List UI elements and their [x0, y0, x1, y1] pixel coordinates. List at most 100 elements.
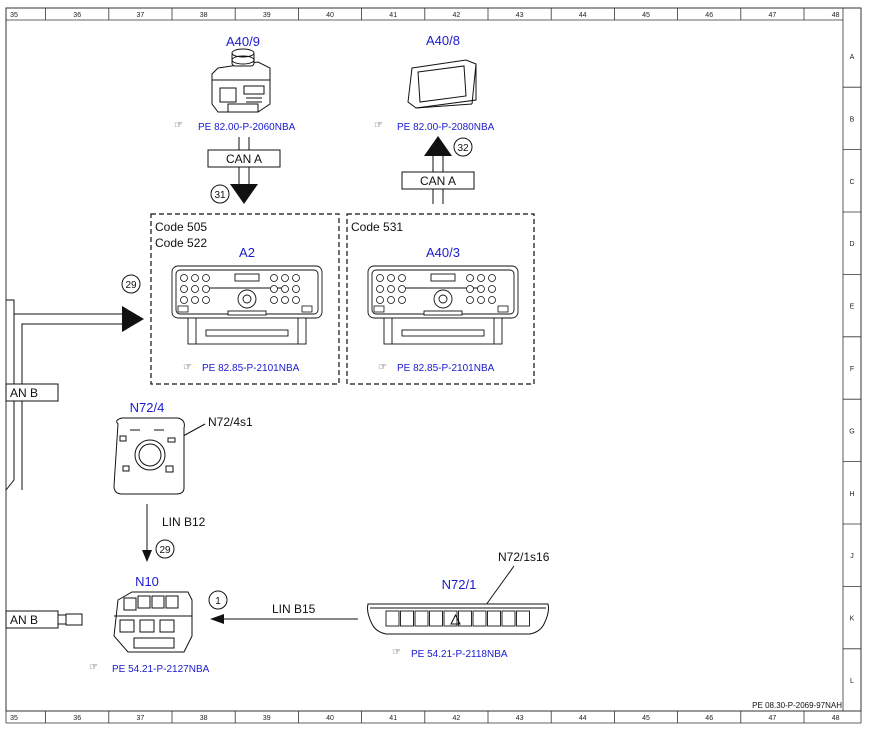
grid-column-35-top: 35 — [10, 12, 18, 19]
head-unit-button — [376, 285, 384, 293]
grid-column-36-bottom: 36 — [73, 715, 81, 722]
can-a-right-bus: CAN A — [401, 136, 475, 204]
can-b-upper-label: AN B — [10, 386, 38, 400]
lin-b12-bus: LIN B12 — [142, 504, 206, 562]
head-unit-button — [398, 274, 406, 282]
code-box-right: Code 531 — [346, 213, 535, 385]
can-b-lower-bus: AN B — [5, 610, 83, 629]
a40-8-ref-link[interactable]: PE 82.00-P-2080NBA — [397, 122, 495, 133]
head-unit-key — [301, 305, 313, 313]
grid-column-37-bottom: 37 — [137, 715, 145, 722]
n10-label: N10 — [135, 574, 159, 589]
head-unit-button — [477, 285, 485, 293]
component-n72-4: N72/4 N72/4s1 — [113, 400, 253, 495]
head-unit-button — [202, 274, 210, 282]
hand-pointer-icon: ☞ — [378, 362, 387, 373]
a40-3-ref-link[interactable]: PE 82.85-P-2101NBA — [397, 363, 495, 374]
grid-column-44-bottom: 44 — [579, 715, 587, 722]
grid-column-36-top: 36 — [73, 12, 81, 19]
n72-1-switch-key — [400, 610, 414, 627]
can-a-left-label: CAN A — [226, 152, 262, 166]
grid-column-46-top: 46 — [705, 12, 713, 19]
head-unit-button — [398, 285, 406, 293]
head-unit-button — [292, 274, 300, 282]
n72-4s1-label: N72/4s1 — [208, 415, 253, 429]
grid-column-39-bottom: 39 — [263, 715, 271, 722]
grid-column-45-bottom: 45 — [642, 715, 650, 722]
component-a40-8: A40/8 ☞ PE 82.00-P-2080NBA — [374, 33, 495, 133]
grid-column-37-top: 37 — [137, 12, 145, 19]
n72-1-ref-link[interactable]: PE 54.21-P-2118NBA — [411, 649, 508, 660]
svg-text:29: 29 — [125, 280, 137, 291]
head-unit-button — [387, 285, 395, 293]
grid-column-43-top: 43 — [516, 12, 524, 19]
grid-column-48-bottom: 48 — [832, 715, 840, 722]
a2-ref-link[interactable]: PE 82.85-P-2101NBA — [202, 363, 300, 374]
head-unit-button — [191, 274, 199, 282]
head-unit-button — [191, 285, 199, 293]
a40-9-ref-link[interactable]: PE 82.00-P-2060NBA — [198, 122, 296, 133]
n72-1-switch-key — [429, 610, 443, 627]
document-reference: PE 08.30-P-2069-97NAH — [752, 701, 842, 710]
head-unit-button — [281, 296, 289, 304]
arrow-down-icon — [230, 184, 258, 204]
grid-row-C: C — [849, 179, 854, 186]
n72-1-drawing — [367, 603, 549, 635]
grid-column-35-bottom: 35 — [10, 715, 18, 722]
grid-column-40-bottom: 40 — [326, 715, 334, 722]
hand-pointer-icon: ☞ — [89, 662, 98, 673]
code-531-label: Code 531 — [351, 220, 403, 234]
hazard-triangle-icon — [450, 613, 461, 625]
head-unit-button — [180, 274, 188, 282]
head-unit-button — [180, 285, 188, 293]
grid-row-K: K — [850, 616, 855, 623]
head-unit-key — [373, 305, 385, 313]
grid-row-A: A — [850, 54, 855, 61]
component-n72-1: N72/1 N72/1s16 ☞ PE 54.21-P-2118NBA — [367, 550, 550, 660]
hand-pointer-icon: ☞ — [392, 647, 401, 658]
n72-1-switch-key — [472, 610, 487, 627]
n10-ref-link[interactable]: PE 54.21-P-2127NBA — [112, 664, 210, 675]
code-522-label: Code 522 — [155, 236, 207, 250]
n72-1-switch-key — [487, 610, 501, 627]
grid-row-F: F — [850, 366, 854, 373]
svg-text:29: 29 — [159, 545, 171, 556]
grid-column-41-top: 41 — [389, 12, 397, 19]
head-unit-button — [180, 296, 188, 304]
can-a-right-label: CAN A — [420, 174, 456, 188]
grid-row-B: B — [850, 116, 855, 123]
can-a-left-bus: CAN A — [207, 137, 281, 204]
code-box-left: Code 505 Code 522 — [150, 213, 340, 385]
grid-column-47-bottom: 47 — [769, 715, 777, 722]
n72-1-switch-key — [385, 610, 400, 627]
arrow-right-icon — [122, 306, 144, 332]
grid-column-40-top: 40 — [326, 12, 334, 19]
head-unit-button — [387, 274, 395, 282]
a40-8-label: A40/8 — [426, 33, 460, 48]
lin-b12-label: LIN B12 — [162, 515, 206, 529]
grid-column-42-top: 42 — [453, 12, 461, 19]
component-n10: N10 ☞ PE 54.21-P-2127NBA — [89, 574, 210, 675]
n72-1-switch-key — [501, 610, 516, 627]
head-unit-button — [292, 296, 300, 304]
component-a40-9: A40/9 ☞ PE 82.00-P-2060NBA — [174, 34, 296, 133]
callout-29-upper: 29 — [121, 274, 141, 294]
a40-9-label: A40/9 — [226, 34, 260, 49]
grid-frame: 3535363637373838393940404141424243434444… — [5, 7, 862, 724]
lin-b15-bus: LIN B15 — [210, 602, 358, 624]
svg-text:1: 1 — [215, 596, 221, 607]
head-unit-button — [376, 274, 384, 282]
head-unit-button — [202, 285, 210, 293]
head-unit-key — [177, 305, 189, 313]
grid-row-H: H — [849, 491, 854, 498]
head-unit-button — [466, 296, 474, 304]
grid-column-38-bottom: 38 — [200, 715, 208, 722]
a2-label: A2 — [239, 245, 255, 260]
can-b-upper-bus: AN B — [5, 299, 144, 491]
grid-column-39-top: 39 — [263, 12, 271, 19]
callout-1: 1 — [208, 590, 228, 610]
head-unit-button — [466, 285, 474, 293]
svg-text:32: 32 — [457, 143, 469, 154]
head-unit-button — [488, 274, 496, 282]
head-unit-button — [488, 285, 496, 293]
